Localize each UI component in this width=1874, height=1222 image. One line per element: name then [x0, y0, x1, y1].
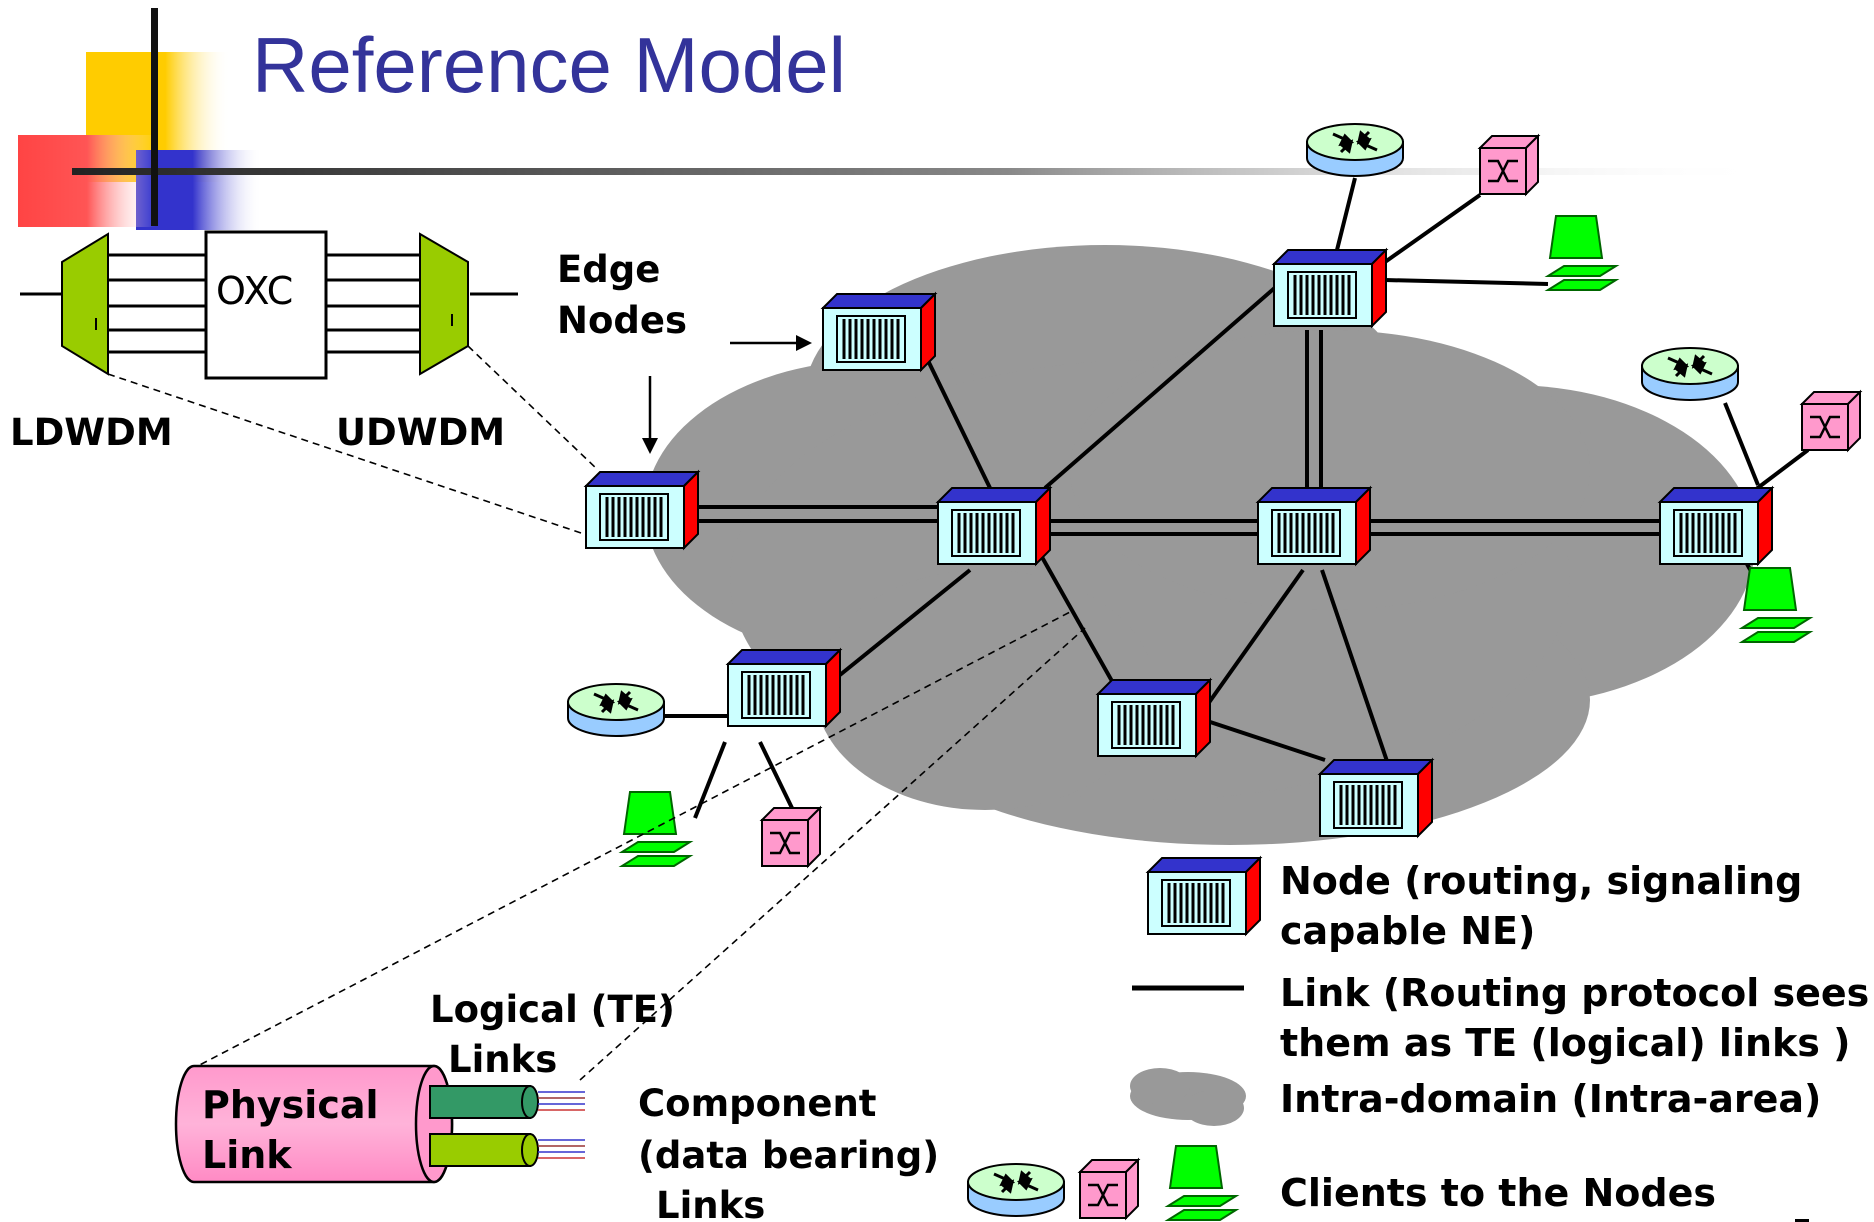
- legend-cloud-icon: [1130, 1068, 1246, 1126]
- legend-link-label: them as TE (logical) links ): [1280, 1021, 1851, 1065]
- intra-domain-cloud: [645, 245, 1755, 845]
- legend-clients-label: Clients to the Nodes: [1280, 1171, 1716, 1215]
- slide-corner-mark: [1795, 1219, 1809, 1222]
- logical-links-label: Links: [448, 1038, 557, 1081]
- te-links: [664, 177, 1810, 819]
- edge-nodes-label: Nodes: [557, 299, 687, 342]
- switch-icon: [1478, 134, 1540, 196]
- legend-switch-icon: [1078, 1158, 1140, 1220]
- router-icon: [566, 682, 666, 738]
- router-icon: [1305, 122, 1405, 178]
- title-decoration: [18, 8, 1772, 230]
- component-links-label: Links: [656, 1184, 765, 1222]
- ne-node: [1096, 678, 1212, 758]
- physical-link-detail: Physical Link Logical (TE) Links Compone…: [174, 988, 939, 1222]
- ne-node: [1658, 486, 1774, 566]
- zoom-lines: [189, 611, 1086, 1081]
- component-link-fiber: [429, 1133, 531, 1167]
- ne-node: [936, 486, 1052, 566]
- ne-node: [821, 292, 937, 372]
- terminal-icon: [1547, 215, 1617, 291]
- switch-icon: [760, 806, 822, 868]
- edge-nodes-annotation: Edge Nodes: [557, 248, 812, 454]
- legend-node-label: capable NE): [1280, 909, 1535, 953]
- component-links-label: Component: [638, 1082, 877, 1125]
- ldwdm-label: LDWDM: [10, 411, 173, 454]
- page-title: Reference Model: [252, 21, 846, 109]
- router-icon: [1640, 346, 1740, 402]
- component-link-fiber: [429, 1085, 531, 1119]
- ne-node: [1272, 248, 1388, 328]
- ne-node: [1318, 758, 1434, 838]
- ne-node: [584, 470, 700, 550]
- ldwdm-mux: [61, 232, 109, 376]
- legend-node-icon: [1146, 856, 1262, 936]
- component-links-label: (data bearing): [638, 1134, 939, 1177]
- terminal-icon: [1741, 567, 1811, 643]
- udwdm-label: UDWDM: [336, 411, 505, 454]
- logical-links-label: Logical (TE): [430, 988, 675, 1031]
- oxc-detail: OXC LDWDM UDWDM: [10, 230, 599, 535]
- oxc-label: OXC: [216, 269, 293, 313]
- ne-node: [1256, 486, 1372, 566]
- udwdm-mux: [419, 232, 469, 376]
- oxc-box: [204, 230, 328, 380]
- arrow-icon: [642, 438, 658, 454]
- legend-domain-label: Intra-domain (Intra-area): [1280, 1077, 1821, 1121]
- legend-node-label: Node (routing, signaling: [1280, 859, 1802, 903]
- legend-terminal-icon: [1167, 1145, 1237, 1221]
- physical-link-label: Physical: [202, 1083, 379, 1127]
- arrow-icon: [796, 335, 812, 351]
- physical-link-label: Link: [202, 1133, 292, 1177]
- legend-router-icon: [966, 1162, 1066, 1218]
- terminal-icon: [621, 791, 691, 867]
- switch-icon: [1800, 390, 1862, 452]
- edge-nodes-label: Edge: [557, 248, 660, 291]
- legend: Node (routing, signaling capable NE) Lin…: [966, 856, 1869, 1221]
- ne-node: [726, 648, 842, 728]
- legend-link-label: Link (Routing protocol sees: [1280, 971, 1869, 1015]
